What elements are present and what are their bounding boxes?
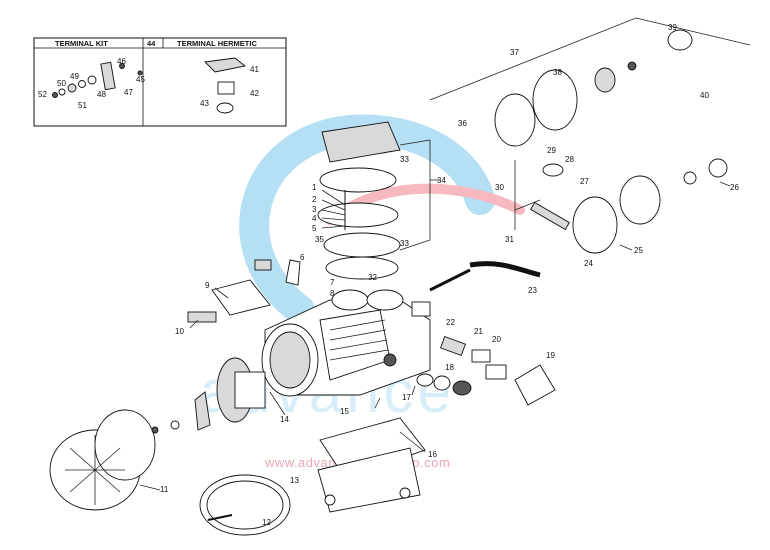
callout-35: 35: [315, 235, 324, 244]
callout-10: 10: [175, 327, 184, 336]
inset-label-45: 45: [136, 75, 145, 84]
inset-label-51: 51: [78, 101, 87, 110]
compressor-body: [261, 289, 431, 397]
inset-label-41: 41: [250, 65, 259, 74]
crankshaft-assembly: [429, 158, 728, 292]
small-parts-right: [411, 301, 556, 406]
bottom-cover-assembly: [199, 417, 426, 536]
callout-5: 5: [312, 224, 317, 233]
terminal-kit-header: TERMINAL KIT: [55, 39, 108, 48]
callout-8: 8: [330, 289, 335, 298]
inset-label-50: 50: [57, 79, 66, 88]
callout-11: 11: [160, 485, 169, 494]
callout-24: 24: [584, 259, 593, 268]
callout-7: 7: [330, 278, 335, 287]
callout-9: 9: [205, 281, 210, 290]
callout-1: 1: [312, 183, 317, 192]
inset-label-48: 48: [97, 90, 106, 99]
callout-22: 22: [446, 318, 455, 327]
callout-40: 40: [700, 91, 709, 100]
inset-label-46: 46: [117, 57, 126, 66]
callout-32: 32: [368, 273, 377, 282]
callout-17: 17: [402, 393, 411, 402]
callout-3: 3: [312, 205, 317, 214]
callout-14: 14: [280, 415, 289, 424]
inset-label-43: 43: [200, 99, 209, 108]
callout-6: 6: [300, 253, 305, 262]
callout-34: 34: [437, 176, 446, 185]
callout-33-bottom: 33: [400, 239, 409, 248]
callout-29: 29: [547, 146, 556, 155]
inset-label-42: 42: [250, 89, 259, 98]
callout-21: 21: [474, 327, 483, 336]
callout-20: 20: [492, 335, 501, 344]
terminal-hermetic-header: TERMINAL HERMETIC: [177, 39, 257, 48]
callout-27: 27: [580, 177, 589, 186]
callout-12: 12: [262, 518, 271, 527]
leader-lines: [139, 139, 731, 491]
inset-label-52: 52: [38, 90, 47, 99]
callout-39: 39: [668, 23, 677, 32]
terminal-inset: TERMINAL KIT 44 TERMINAL HERMETIC 46 45 …: [33, 37, 287, 127]
bearing-housing-assembly: [429, 17, 751, 147]
callout-28: 28: [565, 155, 574, 164]
callout-25: 25: [634, 246, 643, 255]
callout-31: 31: [505, 235, 514, 244]
callout-13: 13: [290, 476, 299, 485]
callout-33-top: 33: [400, 155, 409, 164]
callout-23: 23: [528, 286, 537, 295]
callout-37: 37: [510, 48, 519, 57]
callout-18: 18: [445, 363, 454, 372]
inset-label-47: 47: [124, 88, 133, 97]
cylinder-head-stack: [317, 121, 401, 280]
callout-38: 38: [553, 68, 562, 77]
inset-number-44: 44: [147, 39, 156, 48]
inset-label-49: 49: [70, 72, 79, 81]
callout-19: 19: [546, 351, 555, 360]
small-parts-left: [187, 259, 301, 323]
motor-assembly: [49, 357, 266, 511]
callout-15: 15: [340, 407, 349, 416]
callout-36: 36: [458, 119, 467, 128]
callout-2: 2: [312, 195, 317, 204]
callout-4: 4: [312, 214, 317, 223]
callout-16: 16: [428, 450, 437, 459]
callout-30: 30: [495, 183, 504, 192]
callout-labels: 1 2 3 4 5 6 7 8 9 10 11 12 13 14 15 16 1…: [160, 23, 739, 527]
callout-26: 26: [730, 183, 739, 192]
